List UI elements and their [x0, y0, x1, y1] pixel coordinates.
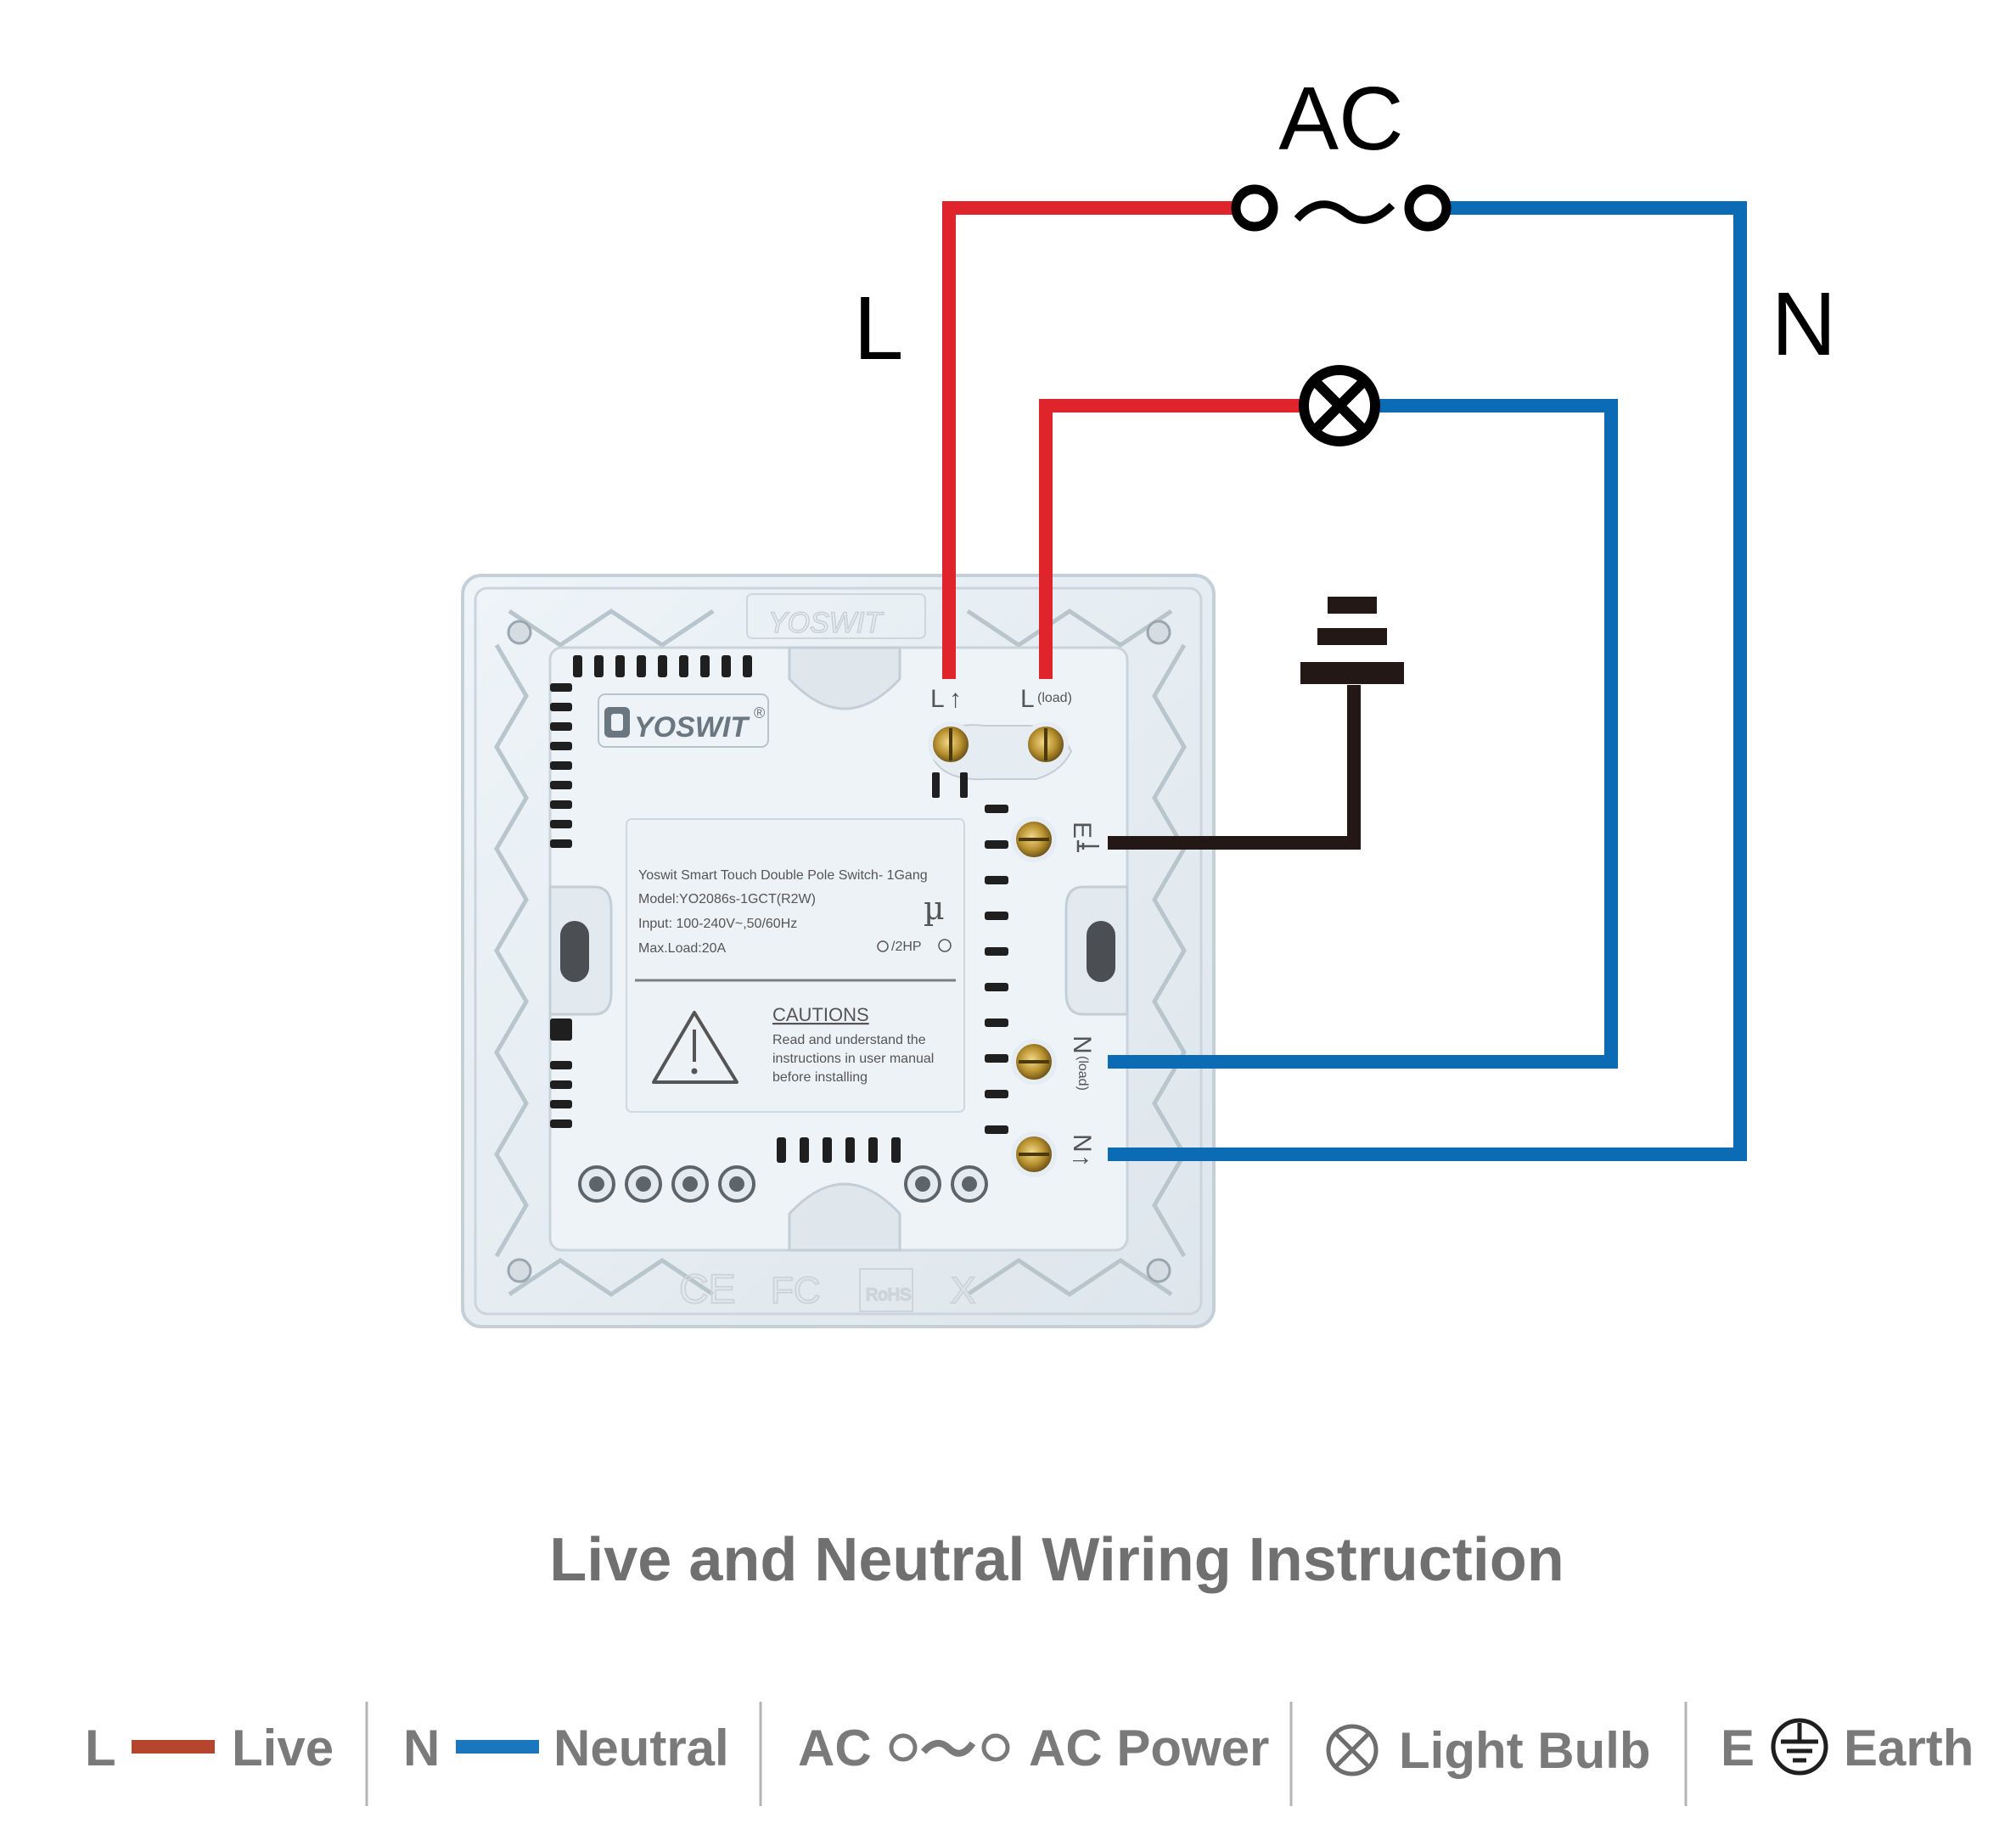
terminal-screws: [928, 721, 1073, 1177]
hp-rating: /2HP: [891, 940, 922, 954]
live-line-icon: [132, 1740, 215, 1754]
svg-text:®: ®: [754, 704, 765, 721]
light-bulb-symbol-icon: [1299, 365, 1380, 446]
mu-symbol-icon: µ: [924, 889, 945, 927]
legend-neutral-label: Neutral: [553, 1720, 729, 1776]
legend: L Live N Neutral AC AC Power: [85, 1702, 1974, 1806]
right-vents: [985, 805, 1008, 1134]
svg-text:YOSWIT: YOSWIT: [634, 711, 750, 744]
neutral-line-icon: [456, 1740, 539, 1754]
earth-legend-icon: [1771, 1718, 1828, 1776]
corner-screw-holes: [507, 620, 1171, 1283]
legend-live-label: Live: [232, 1720, 334, 1776]
bottom-notch: [788, 1182, 901, 1252]
mounting-slots: [548, 885, 1129, 1016]
earth-ground-symbol-icon: [1300, 597, 1404, 684]
caution-line-3: before installing: [772, 1070, 868, 1085]
mode-icon: [938, 939, 952, 952]
bottom-vents: [777, 1137, 901, 1163]
ac-label: AC: [1278, 69, 1403, 169]
live-supply-wire: [942, 201, 1246, 679]
legend-neutral-symbol: N: [403, 1720, 440, 1776]
rohs-mark: RoHS: [866, 1286, 911, 1305]
legend-ac-symbol: AC: [798, 1720, 872, 1776]
spec-line-1: Yoswit Smart Touch Double Pole Switch- 1…: [638, 868, 928, 883]
live-load-wire: [1039, 399, 1306, 679]
earth-mini-icon: [1076, 840, 1099, 852]
terminal-label-l-in: L: [930, 685, 945, 713]
spec-line-3: Input: 100-240V~,50/60Hz: [638, 917, 797, 931]
terminal-label-n-load-sub: (load): [1075, 1056, 1090, 1091]
caution-line-1: Read and understand the: [772, 1033, 926, 1047]
neutral-label: N: [1772, 274, 1837, 374]
certification-marks: CE FC RoHS X: [678, 1266, 976, 1313]
ac-source-symbol-icon: [1231, 184, 1452, 232]
legend-ac-label: AC Power: [1029, 1720, 1269, 1776]
legend-item-earth: E Earth: [1721, 1718, 1974, 1776]
spec-label: Yoswit Smart Touch Double Pole Switch- 1…: [626, 818, 965, 1113]
caution-line-2: instructions in user manual: [772, 1052, 934, 1066]
ce-mark: CE: [679, 1267, 736, 1312]
legend-item-ac-power: AC AC Power: [798, 1720, 1269, 1776]
top-notch: [788, 646, 901, 710]
switch-back-plate: YOSWIT: [461, 574, 1216, 1328]
cautions-title: CAUTIONS: [772, 1004, 869, 1025]
spec-line-2: Model:YO2086s-1GCT(R2W): [638, 892, 816, 906]
terminal-label-l-load: L: [1020, 685, 1035, 713]
fc-mark: FC: [771, 1270, 821, 1311]
neutral-supply-wire: [1108, 201, 1747, 1161]
legend-item-live: L Live: [85, 1720, 334, 1776]
legend-live-symbol: L: [85, 1720, 116, 1776]
legend-earth-symbol: E: [1721, 1720, 1755, 1776]
weee-mark: X: [951, 1270, 975, 1311]
light-bulb-legend-icon: [1326, 1724, 1379, 1776]
sun-icon: [877, 940, 889, 952]
diagram-title: Live and Neutral Wiring Instruction: [549, 1526, 1564, 1594]
legend-item-light-bulb: Light Bulb: [1326, 1722, 1651, 1779]
warning-triangle-icon: [652, 1011, 738, 1084]
svg-text:YOSWIT: YOSWIT: [768, 607, 884, 639]
legend-item-neutral: N Neutral: [403, 1720, 729, 1776]
neutral-load-wire: [1108, 399, 1618, 1069]
terminal-label-l-in-arrow: ↑: [949, 685, 962, 713]
top-vents: [573, 655, 752, 677]
terminal-label-earth: E: [1068, 822, 1096, 839]
terminal-label-n-in: N: [1068, 1134, 1096, 1153]
brand-logo: YOSWIT ®: [598, 693, 769, 748]
live-label: L: [854, 278, 904, 379]
legend-bulb-label: Light Bulb: [1399, 1722, 1651, 1779]
terminal-labels: L ↑ L (load) E N (load) N ↑: [930, 685, 1099, 1167]
spec-line-4: Max.Load:20A: [638, 941, 727, 956]
wires: [942, 201, 1747, 1161]
left-vents: [550, 683, 572, 1128]
terminal-label-n-load: N: [1068, 1035, 1096, 1054]
ac-power-symbol-icon: [889, 1733, 1010, 1762]
earth-wire: [1108, 685, 1361, 850]
terminal-label-n-in-arrow: ↑: [1068, 1154, 1096, 1167]
legend-earth-label: Earth: [1844, 1720, 1974, 1776]
bottom-mount-holes: [578, 1165, 988, 1203]
terminal-label-l-load-sub: (load): [1037, 691, 1072, 705]
top-embossed-logo: YOSWIT: [746, 593, 926, 640]
